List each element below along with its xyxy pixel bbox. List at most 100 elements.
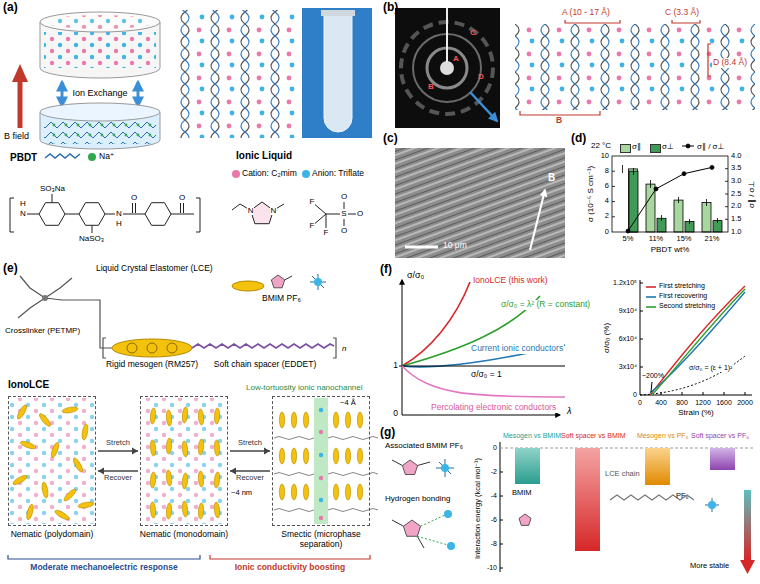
panel-a-art-part bbox=[302, 170, 310, 178]
panel-d-chart-part bbox=[612, 171, 615, 172]
phase-box: Smectic (microphase separation) bbox=[272, 396, 370, 550]
panel-d-chart-part bbox=[702, 202, 711, 232]
panel-f-chart-part-part bbox=[724, 392, 725, 395]
panel-e-art-part bbox=[291, 484, 296, 500]
panel-e-art-part bbox=[319, 408, 323, 412]
panel-e-art-part bbox=[314, 278, 322, 286]
panel-g-chart-part bbox=[392, 520, 403, 526]
panel-g-chart-part bbox=[500, 472, 503, 568]
panel-a-art-part bbox=[46, 15, 154, 29]
edge-label: Recover bbox=[104, 474, 132, 483]
text-label: Soft spacer vs BMIM bbox=[561, 432, 626, 440]
panel-g-chart-part bbox=[418, 462, 430, 466]
tick-label: -2 bbox=[491, 468, 497, 476]
arrow-head bbox=[98, 468, 104, 475]
panel-g-chart-part-part bbox=[500, 472, 503, 473]
panel-d-chart bbox=[612, 144, 728, 233]
panel-g-chart-part bbox=[436, 459, 454, 477]
panel-g-chart-part bbox=[402, 460, 417, 475]
panel-e-art-part bbox=[20, 440, 37, 450]
panel-a-art-part-part bbox=[105, 214, 115, 215]
text-label: B bbox=[548, 172, 555, 184]
panel-a-art-part-part bbox=[171, 214, 194, 215]
panel-e-art-part bbox=[303, 448, 308, 464]
panel-f-chart-part bbox=[646, 296, 656, 298]
panel-g-chart-part-part bbox=[500, 568, 503, 569]
panel-e-art-part bbox=[78, 501, 95, 509]
panel-d-chart-part bbox=[682, 172, 686, 176]
panel-e-art-part bbox=[198, 409, 205, 425]
panel-a-art-part-part bbox=[132, 203, 133, 213]
panel-g-chart-part bbox=[645, 448, 670, 485]
text-label: More stable bbox=[690, 562, 729, 571]
tick-label: 0 bbox=[605, 228, 609, 237]
panel-f-chart-part-part bbox=[640, 367, 643, 368]
tick-label: 800 bbox=[676, 399, 688, 407]
panel-e-art-part bbox=[303, 412, 308, 428]
panel-a-art-part bbox=[10, 194, 360, 233]
axis-title: λ bbox=[567, 406, 571, 416]
text-label: A (10 - 17 Å) bbox=[562, 8, 610, 18]
panel-e-art-part bbox=[345, 412, 350, 428]
panel-letter: (d) bbox=[571, 132, 586, 146]
panel-e-art-part bbox=[12, 474, 28, 487]
panel-a-art-part bbox=[12, 64, 28, 82]
phase-frame bbox=[140, 396, 228, 526]
panel-f-chart-part bbox=[399, 366, 402, 367]
panel-e-art-part bbox=[166, 438, 172, 454]
text-label: Na⁺ bbox=[99, 152, 114, 162]
panel-d-chart-part bbox=[725, 206, 728, 207]
text-label: A bbox=[453, 54, 459, 63]
panel-a-art-part-part bbox=[27, 214, 39, 215]
atom-label: N bbox=[270, 206, 278, 215]
panel-e-art-part bbox=[274, 437, 378, 512]
panel-b-art-part bbox=[672, 20, 700, 23]
stretch-arrow bbox=[98, 448, 138, 455]
panel-letter: (a) bbox=[3, 1, 18, 15]
panel-e-art-part bbox=[150, 472, 156, 488]
panel-g-chart-part bbox=[444, 510, 452, 518]
panel-f-chart-part bbox=[402, 280, 403, 415]
axis-title: σ/σ₀ (%) bbox=[602, 323, 611, 353]
legend-swatch bbox=[650, 144, 661, 153]
atom-label: N bbox=[20, 209, 26, 218]
text-label: C bbox=[470, 28, 476, 37]
panel-a-art-part-part bbox=[135, 203, 136, 213]
text-label: B bbox=[428, 82, 434, 91]
panel-e-art-part bbox=[182, 501, 189, 517]
panel-a-art-part bbox=[61, 82, 64, 106]
text-label: Mesogen vs BMIM bbox=[503, 432, 561, 440]
text-label: Hydrogen bonding bbox=[385, 494, 450, 503]
panel-a-art-part bbox=[44, 118, 156, 144]
panel-f-chart-part bbox=[640, 280, 641, 395]
text-label: ~4 Å bbox=[340, 399, 356, 408]
edge-label: Stretch bbox=[106, 439, 130, 448]
atom-label: N bbox=[116, 209, 122, 218]
panel-e-art-part bbox=[54, 509, 70, 522]
panel-e-art-part bbox=[166, 470, 173, 486]
text-label: 22 °C bbox=[591, 141, 611, 150]
panel-e-art-part-part bbox=[45, 298, 112, 348]
panel-a-art-part-part bbox=[39, 203, 65, 226]
stretch-arrow bbox=[230, 448, 270, 455]
panel-e-art-part bbox=[41, 482, 49, 499]
panel-e-art-part bbox=[214, 472, 221, 488]
panel-e-art-part bbox=[333, 448, 338, 464]
phase-box: Nematic (polydomain) bbox=[8, 396, 96, 540]
panel-b-art-part bbox=[395, 8, 500, 128]
text-label: ~4 nm bbox=[231, 489, 252, 498]
panel-e-art-part bbox=[319, 453, 323, 457]
tick-label: 1.2x10⁵ bbox=[613, 279, 637, 287]
panel-f-chart-part bbox=[651, 382, 652, 392]
panel-d-chart-part bbox=[612, 216, 615, 217]
tick-label: 0 bbox=[393, 409, 398, 419]
tick-label: 1.5 bbox=[731, 215, 741, 224]
panel-e-art-part bbox=[357, 484, 362, 500]
arrow-head bbox=[230, 468, 236, 475]
phase-box: Nematic (monodomain) bbox=[140, 396, 228, 540]
panel-g-chart-part bbox=[403, 520, 420, 536]
panel-g-chart-part bbox=[708, 501, 716, 509]
panel-d-chart-part bbox=[628, 167, 712, 231]
panel-e-art-part bbox=[16, 404, 29, 420]
panel-a-art bbox=[10, 8, 372, 233]
